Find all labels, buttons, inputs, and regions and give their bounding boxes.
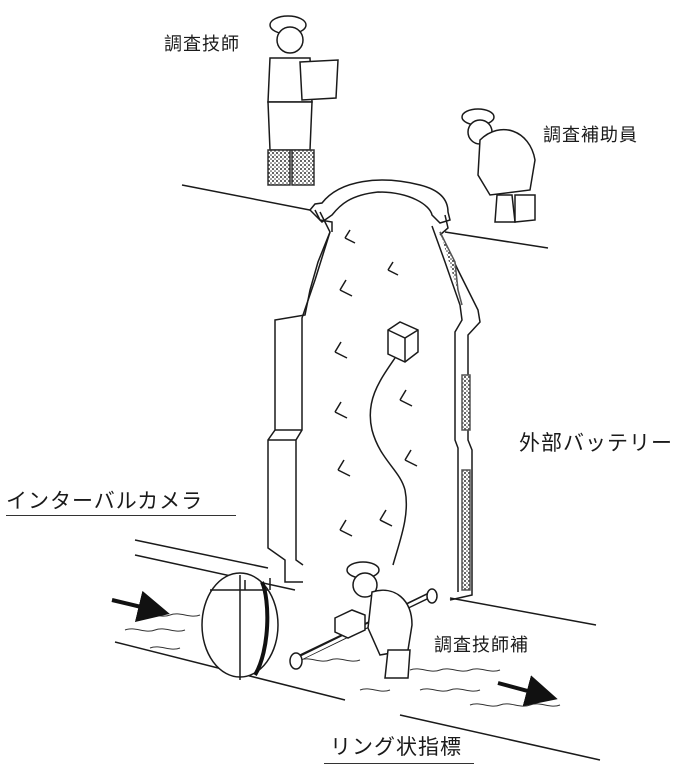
flow-arrow-downstream [497, 675, 558, 707]
surveyor-figure [267, 15, 339, 186]
manhole-left-wall [267, 211, 331, 583]
label-survey-assistant: 調査補助員 [543, 125, 638, 146]
label-ring-indicator-underline [324, 763, 474, 764]
sewer-pipe [114, 539, 601, 761]
label-external-battery: 外部バッテリー [519, 431, 673, 455]
assistant-surveyor-figure [346, 561, 413, 679]
interval-camera-box [334, 609, 366, 639]
survey-assistant-figure [461, 108, 536, 223]
label-ring-indicator: リング状指標 [330, 735, 462, 759]
label-assistant-surveyor: 調査技師補 [434, 635, 529, 656]
ground-line-left [181, 184, 321, 213]
label-interval-camera-underline [6, 515, 236, 516]
wall-markers [334, 229, 418, 537]
battery-cable [369, 357, 408, 566]
manhole-right-wall [431, 225, 481, 601]
flow-arrow-upstream [111, 590, 170, 622]
label-surveyor: 調査技師 [164, 34, 240, 55]
ring-indicator [201, 572, 279, 680]
label-interval-camera: インターバルカメラ [6, 489, 204, 513]
ground-line-right [444, 231, 549, 249]
external-battery-box [387, 321, 419, 363]
manhole-top-ring [308, 179, 451, 236]
